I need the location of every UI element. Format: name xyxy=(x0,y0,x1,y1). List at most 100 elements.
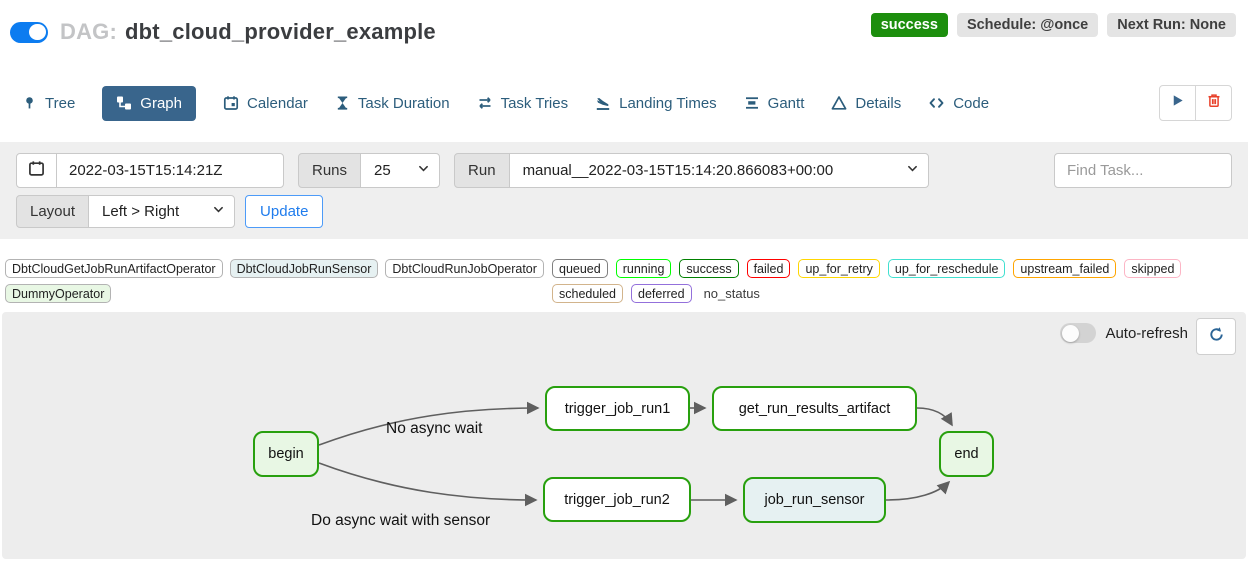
task-node-job-run-sensor[interactable]: job_run_sensor xyxy=(743,477,886,523)
operator-badge: DbtCloudJobRunSensor xyxy=(229,259,379,278)
execution-date-group xyxy=(16,153,284,188)
tab-label: Landing Times xyxy=(619,94,717,112)
runs-select-value: 25 xyxy=(374,162,391,179)
edge-sensor-to-end xyxy=(885,480,951,501)
chevron-down-icon xyxy=(417,162,430,179)
tab-label: Tree xyxy=(45,94,76,112)
graph-panel: Auto-refresh No async wait Do async wait… xyxy=(2,312,1246,559)
next-run-badge: Next Run: None xyxy=(1107,13,1236,37)
tab-label: Task Tries xyxy=(500,94,569,112)
plane-landing-icon xyxy=(595,95,611,111)
edge-begin-to-trigger1 xyxy=(318,401,540,446)
tab-label: Task Duration xyxy=(357,94,450,112)
edge-label-do-async-wait: Do async wait with sensor xyxy=(311,512,491,529)
layout-select-value: Left > Right xyxy=(102,203,180,220)
repeat-icon xyxy=(477,95,493,111)
tab-landing-times[interactable]: Landing Times xyxy=(595,95,717,112)
status-badge-upstream-failed: upstream_failed xyxy=(1013,259,1117,278)
tab-label: Code xyxy=(953,94,990,112)
layout-group: Layout Left > Right xyxy=(16,195,236,228)
dag-actions xyxy=(1159,85,1232,121)
task-node-end[interactable]: end xyxy=(939,431,994,477)
operator-badge: DbtCloudGetJobRunArtifactOperator xyxy=(5,259,223,278)
header-badges: success Schedule: @once Next Run: None xyxy=(870,13,1236,37)
task-node-trigger-job-run2[interactable]: trigger_job_run2 xyxy=(543,477,691,522)
toggle-knob xyxy=(1062,324,1080,342)
tab-label: Calendar xyxy=(247,94,308,112)
dag-label: DAG: xyxy=(60,19,118,44)
tree-icon xyxy=(22,95,37,111)
chevron-down-icon xyxy=(212,203,225,220)
runs-select[interactable]: 25 xyxy=(360,153,441,188)
tab-task-tries[interactable]: Task Tries xyxy=(477,94,569,112)
operator-legend: DbtCloudGetJobRunArtifactOperator DbtClo… xyxy=(5,259,548,303)
calendar-icon xyxy=(28,160,45,182)
refresh-button[interactable] xyxy=(1196,318,1236,355)
runs-group: Runs 25 xyxy=(298,153,441,188)
code-icon xyxy=(928,95,945,111)
run-label: Run xyxy=(454,153,510,188)
trash-icon xyxy=(1206,92,1222,114)
edge-label-no-async-wait: No async wait xyxy=(386,420,483,437)
tab-gantt[interactable]: Gantt xyxy=(744,94,805,112)
status-badge-queued: queued xyxy=(552,259,608,278)
hourglass-icon xyxy=(335,95,350,111)
trigger-dag-button[interactable] xyxy=(1159,85,1196,121)
legend: DbtCloudGetJobRunArtifactOperator DbtClo… xyxy=(5,259,1244,303)
tab-tree[interactable]: Tree xyxy=(22,95,75,112)
status-badge-failed: failed xyxy=(746,259,791,278)
execution-date-input[interactable] xyxy=(56,153,284,188)
toggle-knob xyxy=(29,23,46,40)
status-label-no-status: no_status xyxy=(703,286,760,301)
delete-dag-button[interactable] xyxy=(1195,85,1232,121)
operator-badge: DbtCloudRunJobOperator xyxy=(385,259,544,278)
play-icon xyxy=(1170,93,1185,113)
date-picker-button[interactable] xyxy=(16,153,57,188)
status-badge-success: success xyxy=(679,259,739,278)
tab-graph[interactable]: Graph xyxy=(102,85,196,121)
task-node-get-run-results-artifact[interactable]: get_run_results_artifact xyxy=(712,386,917,431)
tab-label: Details xyxy=(855,94,902,112)
status-badge-up-for-reschedule: up_for_reschedule xyxy=(887,259,1006,278)
refresh-icon xyxy=(1208,326,1225,348)
operator-badge: DummyOperator xyxy=(5,284,112,303)
run-select[interactable]: manual__2022-03-15T15:14:20.866083+00:00 xyxy=(508,153,929,188)
status-badge-skipped: skipped xyxy=(1124,259,1182,278)
status-badge-up-for-retry: up_for_retry xyxy=(798,259,880,278)
find-task-input[interactable] xyxy=(1054,153,1232,188)
status-badge-deferred: deferred xyxy=(631,284,692,303)
tab-details[interactable]: Details xyxy=(831,95,901,112)
auto-refresh-toggle[interactable] xyxy=(1060,323,1097,343)
dag-edges xyxy=(318,401,953,507)
status-badge-scheduled: scheduled xyxy=(552,284,623,303)
runs-label: Runs xyxy=(298,153,362,188)
run-group: Run manual__2022-03-15T15:14:20.866083+0… xyxy=(454,153,929,188)
tab-label: Gantt xyxy=(767,94,805,112)
status-badge: success xyxy=(870,13,948,37)
run-select-value: manual__2022-03-15T15:14:20.866083+00:00 xyxy=(522,162,834,179)
view-tabs: Tree Graph Calendar Task Duration Task T… xyxy=(22,84,1232,122)
update-button[interactable]: Update xyxy=(245,195,324,228)
tab-calendar[interactable]: Calendar xyxy=(223,95,308,112)
filter-row-2: Layout Left > Right Update xyxy=(16,195,1232,228)
chevron-down-icon xyxy=(906,162,919,179)
auto-refresh-label: Auto-refresh xyxy=(1105,324,1188,342)
tab-label: Graph xyxy=(140,94,182,112)
layout-select[interactable]: Left > Right xyxy=(88,195,236,228)
filter-row-1: Runs 25 Run manual__2022-03-15T15:14:20.… xyxy=(16,153,1232,188)
status-badge-running: running xyxy=(615,259,672,278)
edge-begin-to-trigger2 xyxy=(318,462,538,507)
dag-pause-toggle[interactable] xyxy=(10,21,48,43)
dag-title: dbt_cloud_provider_example xyxy=(125,19,436,44)
tab-code[interactable]: Code xyxy=(928,95,989,112)
edge-artifact-to-end xyxy=(916,407,953,427)
status-legend: queued running success failed up_for_ret… xyxy=(552,259,1244,303)
calendar-icon xyxy=(223,95,239,111)
dag-header: DAG: dbt_cloud_provider_example success … xyxy=(10,13,1236,50)
task-node-trigger-job-run1[interactable]: trigger_job_run1 xyxy=(545,386,690,431)
graph-icon xyxy=(116,95,132,111)
filter-bar: Runs 25 Run manual__2022-03-15T15:14:20.… xyxy=(0,142,1248,239)
tab-task-duration[interactable]: Task Duration xyxy=(335,95,450,112)
task-node-begin[interactable]: begin xyxy=(253,431,319,477)
